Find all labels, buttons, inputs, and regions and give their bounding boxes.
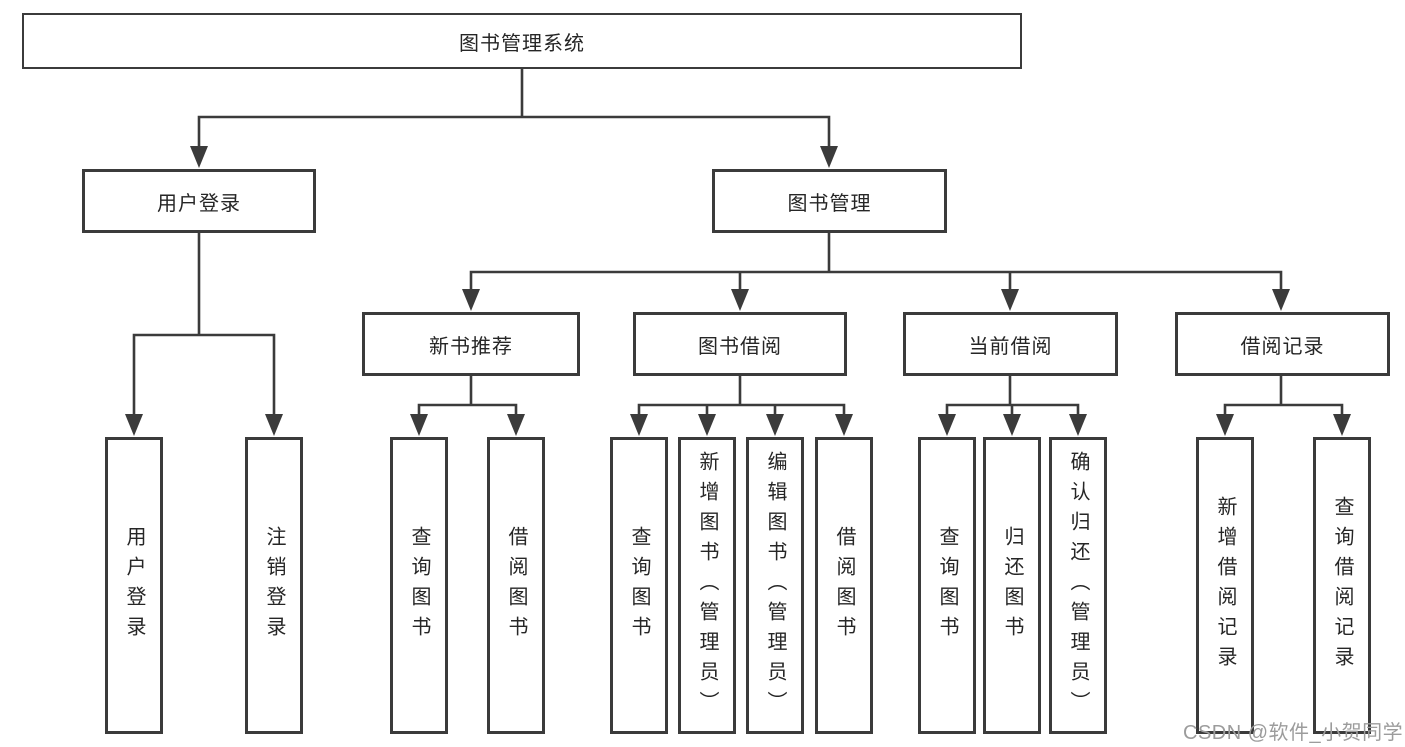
node-label: 借阅记录 <box>1240 335 1325 358</box>
node-borrow-records: 借阅记录 <box>1175 312 1390 376</box>
node-book-mgmt: 图书管理 <box>712 169 947 233</box>
node-label: 新增借阅记录 <box>1214 495 1236 676</box>
node-label: 确认归还（管理员） <box>1067 450 1089 721</box>
node-label: 新增图书（管理员） <box>696 450 718 721</box>
leaf-query-books-borrow: 查询图书 <box>610 437 668 734</box>
leaf-add-borrow-record: 新增借阅记录 <box>1196 437 1254 734</box>
connector-new-books-subtree <box>410 374 525 436</box>
connector-user-login-subtree <box>125 231 283 436</box>
node-label: 用户登录 <box>157 192 241 215</box>
node-label: 图书管理系统 <box>459 32 585 55</box>
node-label: 编辑图书（管理员） <box>764 450 786 721</box>
node-label: 当前借阅 <box>968 335 1053 358</box>
leaf-query-books-current: 查询图书 <box>918 437 976 734</box>
node-label: 借阅图书 <box>833 525 855 646</box>
node-label: 注销登录 <box>263 525 285 646</box>
leaf-edit-books-admin: 编辑图书（管理员） <box>746 437 804 734</box>
node-label: 查询图书 <box>936 525 958 646</box>
node-label: 查询借阅记录 <box>1331 495 1353 676</box>
node-label: 归还图书 <box>1001 525 1023 646</box>
leaf-borrow-books-borrow: 借阅图书 <box>815 437 873 734</box>
node-label: 图书借阅 <box>698 335 782 358</box>
leaf-user-login: 用户登录 <box>105 437 163 734</box>
connector-borrow-records-subtree <box>1216 374 1351 436</box>
node-user-login: 用户登录 <box>82 169 316 233</box>
leaf-logout: 注销登录 <box>245 437 303 734</box>
leaf-confirm-return-admin: 确认归还（管理员） <box>1049 437 1107 734</box>
node-current-borrow: 当前借阅 <box>903 312 1118 376</box>
watermark: CSDN @软件_小贺同学 <box>1183 722 1404 744</box>
node-label: 新书推荐 <box>429 335 513 358</box>
node-label: 查询图书 <box>628 525 650 646</box>
leaf-query-books-newbooks: 查询图书 <box>390 437 448 734</box>
node-label: 图书管理 <box>787 192 872 215</box>
connector-book-borrow-subtree <box>630 374 853 436</box>
connector-book-mgmt-to-level3 <box>462 231 1290 311</box>
node-label: 查询图书 <box>408 525 430 646</box>
connector-current-borrow-subtree <box>938 374 1087 436</box>
node-new-books: 新书推荐 <box>362 312 580 376</box>
leaf-borrow-books-newbooks: 借阅图书 <box>487 437 545 734</box>
node-book-borrow: 图书借阅 <box>633 312 847 376</box>
node-label: 借阅图书 <box>505 525 527 646</box>
node-label: 用户登录 <box>123 525 145 646</box>
leaf-return-books: 归还图书 <box>983 437 1041 734</box>
connector-root-to-level2 <box>190 67 838 168</box>
leaf-add-books-admin: 新增图书（管理员） <box>678 437 736 734</box>
node-root: 图书管理系统 <box>22 13 1022 69</box>
leaf-query-borrow-record: 查询借阅记录 <box>1313 437 1371 734</box>
